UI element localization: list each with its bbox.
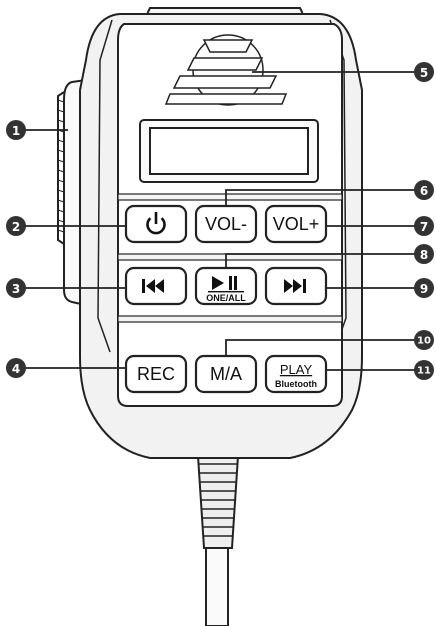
vol-minus-label: VOL- [205, 214, 247, 234]
svg-text:5: 5 [420, 66, 428, 80]
power-icon [146, 212, 166, 235]
play-pause-button[interactable]: ONE/ALL [194, 266, 258, 306]
ma-label: M/A [210, 364, 242, 384]
leader-line-8 [225, 253, 422, 268]
power-button[interactable] [124, 204, 188, 244]
svg-text:10: 10 [417, 336, 431, 347]
vol-minus-button[interactable]: VOL- [194, 204, 258, 244]
play-pause-icon [208, 276, 244, 293]
callout-1: 1 [6, 120, 26, 140]
strain-relief [196, 455, 240, 549]
rec-label: REC [137, 364, 175, 384]
play-bluetooth-button[interactable]: PLAY Bluetooth [264, 354, 328, 394]
callout-2: 2 [6, 216, 26, 236]
leader-line-6 [225, 189, 422, 206]
callout-10: 10 [414, 330, 434, 350]
play-label: PLAY [280, 362, 313, 377]
svg-text:6: 6 [420, 184, 428, 198]
callout-7: 7 [414, 216, 434, 236]
svg-text:2: 2 [12, 220, 20, 234]
speaker-grille [164, 34, 288, 106]
callout-6: 6 [414, 180, 434, 200]
vol-plus-label: VOL+ [273, 214, 320, 234]
svg-text:1: 1 [12, 124, 20, 138]
previous-track-button[interactable] [124, 266, 188, 306]
lcd-display [139, 119, 319, 183]
next-track-button[interactable] [264, 266, 328, 306]
callout-11: 11 [414, 360, 434, 380]
svg-text:3: 3 [12, 282, 20, 296]
svg-text:9: 9 [420, 282, 428, 296]
ma-button[interactable]: M/A [194, 354, 258, 394]
vol-plus-button[interactable]: VOL+ [264, 204, 328, 244]
svg-text:4: 4 [12, 362, 20, 376]
previous-track-icon [142, 279, 164, 293]
callout-8: 8 [414, 244, 434, 264]
rec-button[interactable]: REC [124, 354, 188, 394]
cable [196, 455, 240, 626]
callout-3: 3 [6, 278, 26, 298]
leader-lines [20, 71, 422, 371]
svg-text:8: 8 [420, 248, 428, 262]
bluetooth-label: Bluetooth [275, 379, 317, 389]
callout-4: 4 [6, 358, 26, 378]
callout-9: 9 [414, 278, 434, 298]
next-track-icon [284, 279, 306, 293]
svg-text:7: 7 [420, 220, 428, 234]
callout-5: 5 [414, 62, 434, 82]
one-all-label: ONE/ALL [206, 293, 246, 303]
svg-text:11: 11 [417, 366, 431, 377]
leader-line-10 [225, 339, 422, 356]
